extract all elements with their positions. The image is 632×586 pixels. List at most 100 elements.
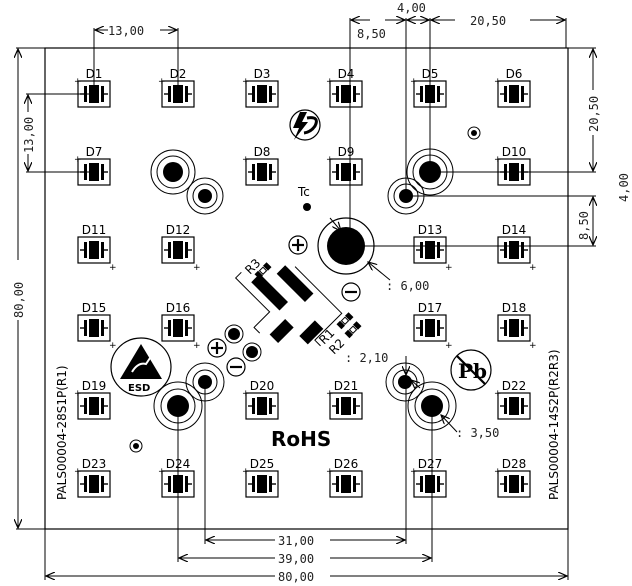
- led-outline: [413, 470, 447, 498]
- led-footprint: +D16: [161, 301, 201, 351]
- led-polarity-mark: +: [74, 77, 82, 87]
- led-polarity-mark: +: [494, 155, 502, 165]
- led-label: D8: [254, 145, 271, 159]
- led-electrode-pad: [101, 242, 104, 258]
- led-thermal-pad: [173, 319, 183, 337]
- led-polarity-mark: +: [242, 389, 250, 399]
- led-outline: [329, 392, 363, 420]
- led-polarity-mark: +: [445, 341, 453, 351]
- dim-board-height: 80,00: [12, 282, 26, 318]
- dim-top-offset-b: 4,00: [397, 1, 426, 15]
- led-label: D20: [250, 379, 275, 393]
- driver-footprint: [234, 265, 343, 347]
- led-electrode-pad: [185, 320, 188, 336]
- led-electrode-pad: [269, 398, 272, 414]
- led-footprint: +D6: [494, 67, 531, 108]
- led-outline: [161, 236, 195, 264]
- led-footprint: +D17: [413, 301, 453, 351]
- led-polarity-mark: +: [242, 77, 250, 87]
- led-polarity-mark: +: [445, 263, 453, 273]
- led-electrode-pad: [185, 242, 188, 258]
- led-electrode-pad: [84, 398, 87, 414]
- fiducial-bottom-left: [129, 439, 143, 453]
- led-footprint: +D23: [74, 457, 111, 498]
- led-electrode-pad: [185, 476, 188, 492]
- led-label: D7: [86, 145, 103, 159]
- led-label: D10: [502, 145, 527, 159]
- led-polarity-mark: +: [158, 467, 166, 477]
- led-footprint: +D26: [326, 457, 363, 498]
- led-footprint: +D2: [158, 67, 195, 108]
- led-electrode-pad: [252, 476, 255, 492]
- led-polarity-mark: +: [109, 341, 117, 351]
- resistor-r2: [344, 321, 362, 339]
- led-thermal-pad: [341, 163, 351, 181]
- led-electrode-pad: [101, 86, 104, 102]
- led-polarity-mark: +: [326, 77, 334, 87]
- hole-top-left-small: [186, 177, 224, 215]
- led-electrode-pad: [437, 86, 440, 102]
- led-label: D27: [418, 457, 443, 471]
- dim-board-width: 80,00: [278, 570, 314, 584]
- led-thermal-pad: [173, 241, 183, 259]
- led-electrode-pad: [521, 398, 524, 414]
- led-polarity-mark: +: [529, 263, 537, 273]
- led-thermal-pad: [341, 397, 351, 415]
- led-electrode-pad: [353, 86, 356, 102]
- minus-symbol-top: [341, 282, 361, 302]
- led-outline: [77, 314, 111, 342]
- led-outline: [329, 158, 363, 186]
- led-label: D18: [502, 301, 527, 315]
- led-electrode-pad: [168, 242, 171, 258]
- led-outline: [245, 80, 279, 108]
- led-outline: [77, 236, 111, 264]
- tc-point: [303, 203, 311, 211]
- led-footprint: +D25: [242, 457, 279, 498]
- led-thermal-pad: [89, 475, 99, 493]
- led-outline: [245, 392, 279, 420]
- tc-label: Tc: [297, 185, 310, 199]
- led-label: D11: [82, 223, 107, 237]
- led-footprint: +D19: [74, 379, 111, 420]
- led-electrode-pad: [504, 86, 507, 102]
- led-footprint: +D18: [497, 301, 537, 351]
- dim-led-pitch-y: 13,00: [22, 117, 36, 153]
- led-footprint: +D9: [326, 145, 363, 186]
- led-footprint: +D4: [326, 67, 363, 108]
- board-outline: [44, 47, 569, 530]
- led-thermal-pad: [173, 85, 183, 103]
- led-polarity-mark: +: [74, 155, 82, 165]
- led-thermal-pad: [89, 319, 99, 337]
- led-electrode-pad: [521, 86, 524, 102]
- led-electrode-pad: [437, 476, 440, 492]
- led-electrode-pad: [168, 320, 171, 336]
- led-polarity-mark: +: [158, 77, 166, 87]
- led-electrode-pad: [101, 476, 104, 492]
- led-label: D12: [166, 223, 191, 237]
- led-electrode-pad: [269, 476, 272, 492]
- led-label: D14: [502, 223, 527, 237]
- plus-symbol-top: [288, 235, 308, 255]
- dimension-lines: [16, 18, 596, 580]
- solder-pads-wire: [224, 324, 262, 362]
- led-thermal-pad: [257, 85, 267, 103]
- led-electrode-pad: [437, 320, 440, 336]
- led-label: D13: [418, 223, 443, 237]
- led-footprint: + D14: [497, 223, 537, 273]
- led-polarity-mark: +: [109, 263, 117, 273]
- led-electrode-pad: [84, 320, 87, 336]
- led-outline: [413, 236, 447, 264]
- led-polarity-mark: +: [494, 467, 502, 477]
- right-part-number: PALS00004-14S2P(R2R3): [547, 349, 561, 500]
- led-label: D6: [506, 67, 523, 81]
- dim-led-pitch-x: 13,00: [108, 24, 144, 38]
- lead-free-icon: [450, 349, 492, 391]
- led-footprint: +D22: [494, 379, 531, 420]
- led-footprint: +D5: [410, 67, 447, 108]
- led-electrode-pad: [420, 242, 423, 258]
- led-thermal-pad: [257, 163, 267, 181]
- led-electrode-pad: [521, 476, 524, 492]
- led-outline: [329, 470, 363, 498]
- led-electrode-pad: [504, 476, 507, 492]
